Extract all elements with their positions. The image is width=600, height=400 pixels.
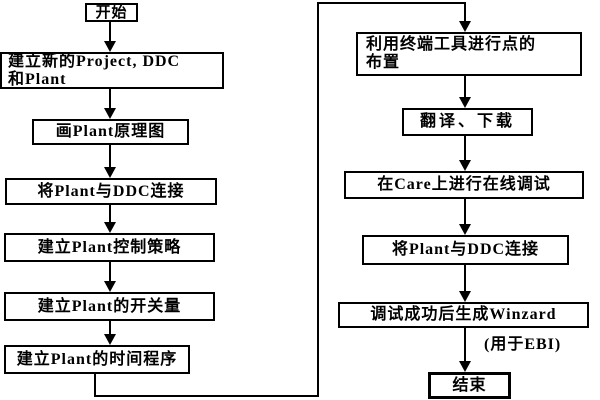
flow-node-control-strategy-label: 建立Plant控制策略 <box>37 238 182 256</box>
flow-node-terminal-layout-line2: 布置 <box>366 54 401 71</box>
flow-node-switch-points: 建立Plant的开关量 <box>4 292 215 321</box>
flow-node-create-project-line2: 和Plant <box>8 70 67 88</box>
connector-feedback-down <box>94 374 96 397</box>
connector-translate-to-online-debug <box>464 136 466 161</box>
flow-node-draw-schematic-label: 画Plant原理图 <box>55 123 166 140</box>
arrowhead-translate-download <box>459 97 471 108</box>
flow-node-terminal-layout: 利用终端工具进行点的 布置 <box>356 32 582 76</box>
connector-create-project-to-draw-schematic <box>109 89 111 109</box>
flow-node-terminal-layout-line1: 利用终端工具进行点的 <box>366 36 537 53</box>
flow-node-connect-plant-ddc-label: 将Plant与DDC连接 <box>37 182 185 200</box>
flow-node-translate-download-label: 翻译、下载 <box>419 113 515 130</box>
flow-node-online-debug: 在Care上进行在线调试 <box>344 171 584 199</box>
connector-feedback-bottom <box>94 395 319 397</box>
flow-node-connect-plant-ddc-2-label: 将Plant与DDC连接 <box>391 241 540 258</box>
arrowhead-connect-ddc-2 <box>459 224 471 235</box>
arrowhead-control-strategy <box>104 222 116 233</box>
arrowhead-switch-points <box>104 281 116 292</box>
arrowhead-online-debug <box>459 160 471 171</box>
flow-node-time-program: 建立Plant的时间程序 <box>4 345 190 374</box>
connector-feedback-up <box>317 2 319 397</box>
connector-connect-ddc-to-control-strategy <box>109 205 111 223</box>
arrowhead-time-program <box>104 334 116 345</box>
connector-draw-schematic-to-connect-ddc <box>109 145 111 168</box>
arrowhead-terminal-layout <box>459 21 471 32</box>
flow-node-create-project: 建立新的Project, DDC 和Plant <box>0 52 224 89</box>
flow-node-switch-points-label: 建立Plant的开关量 <box>37 297 182 315</box>
flow-node-start-label: 开始 <box>95 4 128 21</box>
arrowhead-connect-ddc <box>104 167 116 178</box>
arrowhead-create-project <box>104 41 116 52</box>
flow-node-connect-plant-ddc: 将Plant与DDC连接 <box>5 178 217 205</box>
connector-into-terminal-layout <box>464 2 466 22</box>
flow-node-translate-download: 翻译、下载 <box>402 108 533 136</box>
flow-node-generate-winzard-label: 调试成功后生成Winzard <box>370 306 557 323</box>
connector-start-to-create-project <box>109 22 111 42</box>
arrowhead-draw-schematic <box>104 108 116 119</box>
flow-node-draw-schematic: 画Plant原理图 <box>32 119 189 145</box>
flow-node-connect-plant-ddc-2: 将Plant与DDC连接 <box>362 235 569 265</box>
arrowhead-end <box>459 361 471 372</box>
flow-node-end-label: 结束 <box>452 376 487 394</box>
flow-node-control-strategy: 建立Plant控制策略 <box>4 233 215 262</box>
flow-node-generate-winzard: 调试成功后生成Winzard <box>338 302 589 328</box>
flow-node-start: 开始 <box>85 3 138 22</box>
flow-node-create-project-line1: 建立新的Project, DDC <box>8 52 181 70</box>
connector-connect-ddc-2-to-winzard <box>464 265 466 292</box>
connector-online-debug-to-connect-ddc-2 <box>464 199 466 225</box>
flow-node-time-program-label: 建立Plant的时间程序 <box>16 350 178 368</box>
ebi-annotation: (用于EBI) <box>484 336 562 353</box>
connector-switch-points-to-time-program <box>109 321 111 335</box>
connector-winzard-to-end <box>464 328 466 362</box>
arrowhead-generate-winzard <box>459 291 471 302</box>
flow-node-online-debug-label: 在Care上进行在线调试 <box>377 176 551 193</box>
connector-terminal-layout-to-translate <box>464 76 466 98</box>
flow-node-end: 结束 <box>428 372 511 399</box>
connector-control-strategy-to-switch-points <box>109 262 111 282</box>
connector-feedback-top <box>317 2 465 4</box>
